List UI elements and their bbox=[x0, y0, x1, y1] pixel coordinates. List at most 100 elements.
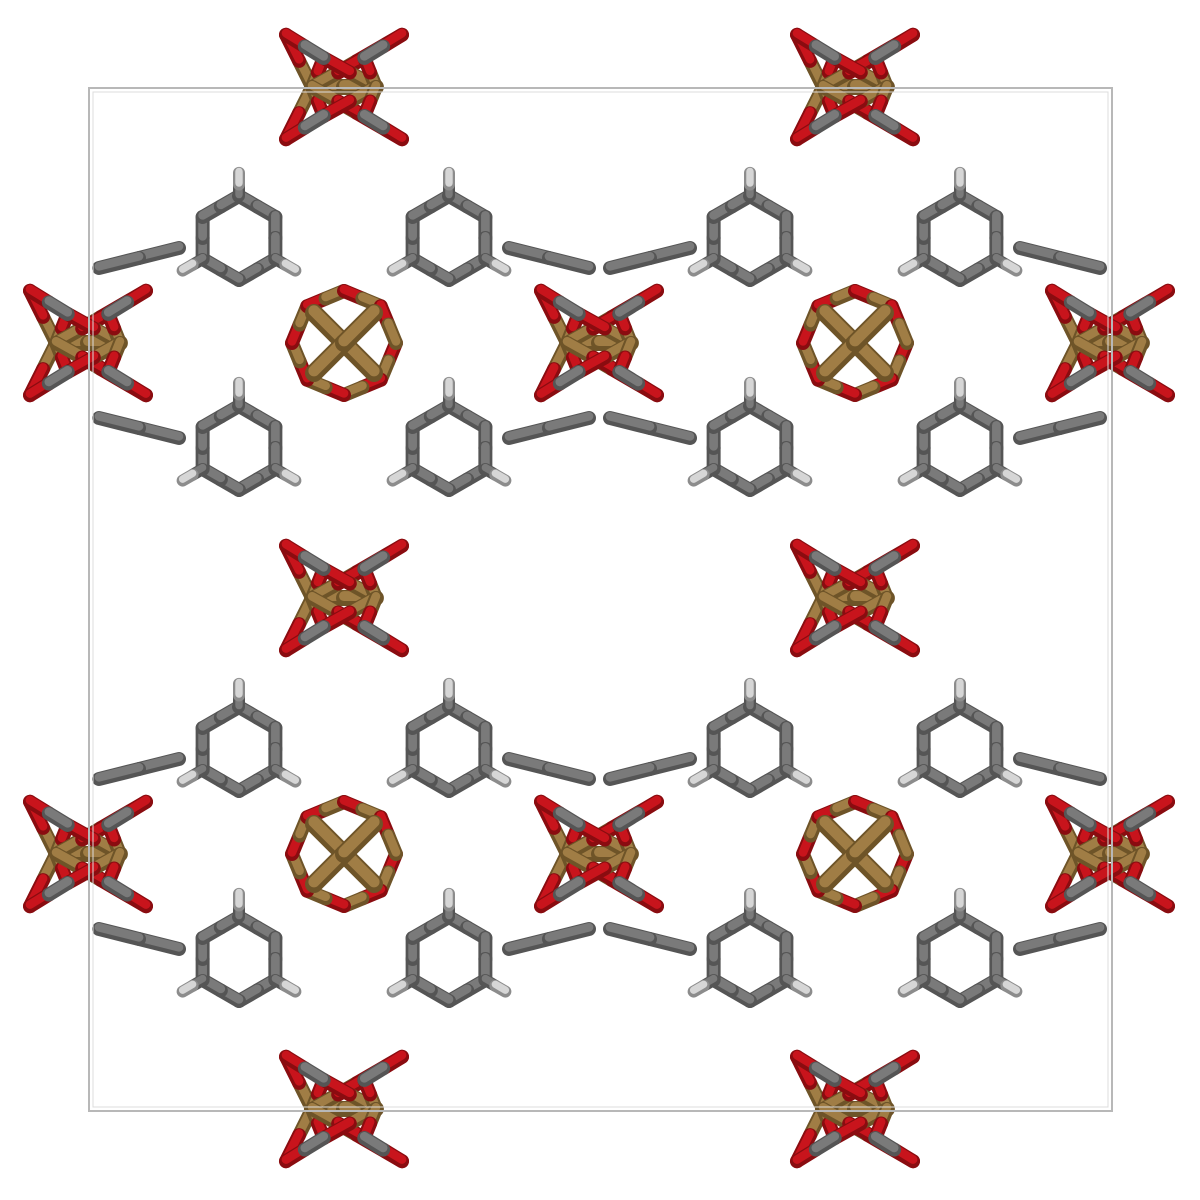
carbon-bond bbox=[612, 365, 646, 391]
carbon-bond bbox=[868, 109, 902, 135]
hydrogen-bond bbox=[1000, 769, 1023, 788]
hydrogen-bond bbox=[279, 979, 302, 998]
hydrogen-bond bbox=[489, 468, 512, 487]
hydrogen-bond bbox=[176, 258, 199, 277]
carbon-bond bbox=[357, 109, 391, 135]
carbon-bond bbox=[1123, 295, 1157, 321]
metal-bond bbox=[892, 317, 914, 350]
carbon-bond bbox=[297, 620, 331, 646]
hydrogen-bond bbox=[386, 769, 409, 788]
carbon-bond bbox=[297, 1061, 331, 1087]
hydrogen-bond bbox=[897, 769, 920, 788]
metal-bond bbox=[892, 828, 914, 861]
carbon-bond bbox=[1063, 365, 1097, 391]
carbon-bond bbox=[808, 550, 842, 576]
carbon-bond bbox=[868, 550, 902, 576]
metal-bond bbox=[846, 815, 894, 863]
carbon-bond bbox=[92, 922, 146, 946]
hydrogen-bond bbox=[489, 769, 512, 788]
carbon-bond bbox=[808, 1061, 842, 1087]
carbon-bond bbox=[41, 295, 75, 321]
unit-cell-border bbox=[88, 87, 1113, 1112]
carbon-bond bbox=[542, 922, 596, 946]
carbon-bond bbox=[101, 295, 135, 321]
carbon-bond bbox=[603, 762, 657, 786]
carbon-bond bbox=[542, 762, 596, 786]
carbon-bond bbox=[612, 876, 646, 902]
carbon-bond bbox=[1053, 251, 1107, 275]
carbon-bond bbox=[542, 411, 596, 435]
carbon-bond bbox=[41, 876, 75, 902]
hydrogen-bond bbox=[790, 258, 813, 277]
carbon-bond bbox=[357, 39, 391, 65]
hydrogen-bond bbox=[790, 979, 813, 998]
carbon-bond bbox=[1063, 806, 1097, 832]
hydrogen-bond bbox=[687, 468, 710, 487]
carbon-bond bbox=[1053, 922, 1107, 946]
carbon-bond bbox=[552, 806, 586, 832]
hydrogen-bond bbox=[279, 769, 302, 788]
carbon-bond bbox=[297, 550, 331, 576]
hydrogen-bond bbox=[687, 769, 710, 788]
carbon-bond bbox=[1053, 411, 1107, 435]
carbon-bond bbox=[297, 109, 331, 135]
carbon-bond bbox=[1063, 295, 1097, 321]
metal-bond bbox=[335, 815, 383, 863]
carbon-bond bbox=[868, 1061, 902, 1087]
carbon-bond bbox=[1123, 365, 1157, 391]
hydrogen-bond bbox=[790, 769, 813, 788]
hydrogen-bond bbox=[176, 979, 199, 998]
carbon-bond bbox=[603, 251, 657, 275]
carbon-bond bbox=[552, 365, 586, 391]
carbon-bond bbox=[542, 251, 596, 275]
carbon-bond bbox=[1053, 762, 1107, 786]
hydrogen-bond bbox=[279, 468, 302, 487]
carbon-bond bbox=[1123, 806, 1157, 832]
carbon-bond bbox=[101, 365, 135, 391]
hydrogen-bond bbox=[489, 979, 512, 998]
metal-bond bbox=[381, 828, 403, 861]
carbon-bond bbox=[357, 1061, 391, 1087]
carbon-bond bbox=[868, 620, 902, 646]
carbon-bond bbox=[92, 762, 146, 786]
carbon-bond bbox=[357, 1131, 391, 1157]
hydrogen-bond bbox=[1000, 979, 1023, 998]
hydrogen-bond bbox=[386, 258, 409, 277]
carbon-bond bbox=[868, 1131, 902, 1157]
carbon-bond bbox=[808, 620, 842, 646]
hydrogen-bond bbox=[386, 468, 409, 487]
carbon-bond bbox=[603, 411, 657, 435]
hydrogen-bond bbox=[897, 468, 920, 487]
carbon-bond bbox=[41, 365, 75, 391]
carbon-bond bbox=[612, 806, 646, 832]
carbon-bond bbox=[297, 1131, 331, 1157]
carbon-bond bbox=[808, 109, 842, 135]
carbon-bond bbox=[552, 876, 586, 902]
hydrogen-bond bbox=[176, 468, 199, 487]
hydrogen-bond bbox=[176, 769, 199, 788]
carbon-bond bbox=[357, 620, 391, 646]
hydrogen-bond bbox=[489, 258, 512, 277]
hydrogen-bond bbox=[897, 979, 920, 998]
hydrogen-bond bbox=[790, 468, 813, 487]
carbon-bond bbox=[357, 550, 391, 576]
carbon-bond bbox=[612, 295, 646, 321]
metal-bond bbox=[846, 304, 894, 352]
hydrogen-bond bbox=[687, 258, 710, 277]
carbon-bond bbox=[101, 806, 135, 832]
hydrogen-bond bbox=[386, 979, 409, 998]
hydrogen-bond bbox=[897, 258, 920, 277]
carbon-bond bbox=[297, 39, 331, 65]
carbon-bond bbox=[808, 1131, 842, 1157]
metal-bond bbox=[381, 317, 403, 350]
carbon-bond bbox=[101, 876, 135, 902]
carbon-bond bbox=[868, 39, 902, 65]
unit-cell-border-inner bbox=[92, 91, 1109, 1108]
hydrogen-bond bbox=[1000, 468, 1023, 487]
hydrogen-bond bbox=[1000, 258, 1023, 277]
carbon-bond bbox=[552, 295, 586, 321]
hydrogen-bond bbox=[279, 258, 302, 277]
carbon-bond bbox=[808, 39, 842, 65]
